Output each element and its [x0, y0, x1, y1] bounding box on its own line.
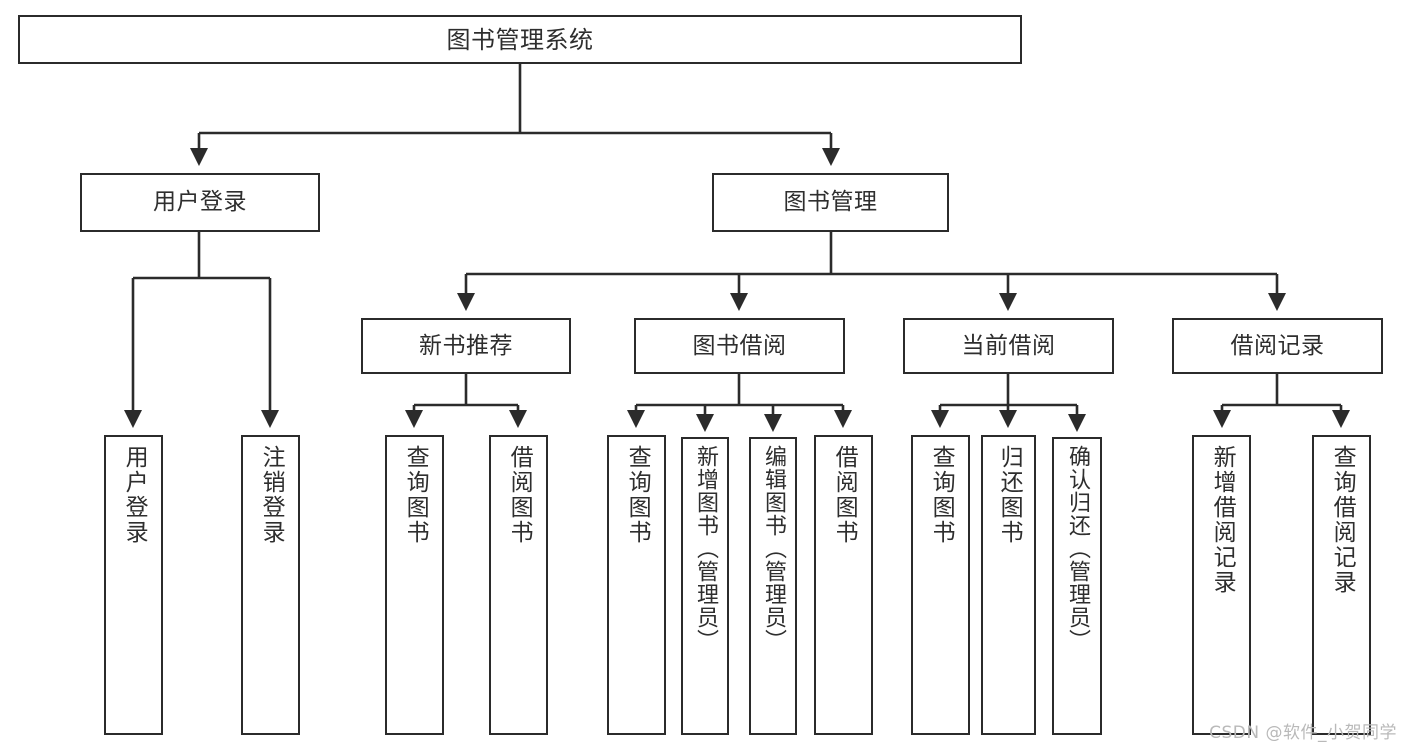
- leaf-user-login[interactable]: 用户登录: [104, 435, 163, 735]
- leaf-add-book-admin[interactable]: 新增图书（管理员）: [681, 437, 729, 735]
- node-user-login-label: 用户登录: [153, 189, 247, 215]
- node-book-management[interactable]: 图书管理: [712, 173, 949, 232]
- csdn-watermark: CSDN @软件_小贺同学: [1209, 723, 1397, 743]
- node-book-management-label: 图书管理: [783, 189, 878, 215]
- leaf-query-book-recommend-label: 查询图书: [402, 445, 429, 545]
- leaf-confirm-return-admin[interactable]: 确认归还（管理员）: [1052, 437, 1102, 735]
- leaf-borrow-book-label: 借阅图书: [831, 445, 858, 545]
- leaf-query-book-borrow-label: 查询图书: [624, 445, 651, 545]
- leaf-borrow-book-recommend-label: 借阅图书: [506, 445, 533, 545]
- leaf-borrow-book-recommend[interactable]: 借阅图书: [489, 435, 548, 735]
- leaf-query-book-recommend[interactable]: 查询图书: [385, 435, 444, 735]
- node-borrow-record[interactable]: 借阅记录: [1172, 318, 1383, 374]
- node-root-label: 图书管理系统: [446, 25, 594, 54]
- leaf-add-borrow-record-label: 新增借阅记录: [1209, 445, 1236, 595]
- leaf-user-login-label: 用户登录: [121, 445, 148, 545]
- leaf-return-book-label: 归还图书: [996, 445, 1023, 545]
- leaf-logout-label: 注销登录: [258, 445, 285, 545]
- node-current-borrow-label: 当前借阅: [961, 332, 1056, 359]
- leaf-query-book-current[interactable]: 查询图书: [911, 435, 970, 735]
- leaf-query-book-borrow[interactable]: 查询图书: [607, 435, 666, 735]
- node-root[interactable]: 图书管理系统: [18, 15, 1022, 64]
- leaf-add-borrow-record[interactable]: 新增借阅记录: [1192, 435, 1251, 735]
- leaf-query-borrow-record-label: 查询借阅记录: [1329, 445, 1356, 595]
- leaf-add-book-admin-label: 新增图书（管理员）: [692, 445, 718, 652]
- leaf-borrow-book[interactable]: 借阅图书: [814, 435, 873, 735]
- node-book-borrow-label: 图书借阅: [692, 332, 787, 359]
- leaf-return-book[interactable]: 归还图书: [981, 435, 1036, 735]
- leaf-query-borrow-record[interactable]: 查询借阅记录: [1312, 435, 1371, 735]
- node-book-borrow[interactable]: 图书借阅: [634, 318, 845, 374]
- leaf-confirm-return-admin-label: 确认归还（管理员）: [1064, 445, 1090, 652]
- leaf-edit-book-admin-label: 编辑图书（管理员）: [760, 445, 786, 652]
- node-current-borrow[interactable]: 当前借阅: [903, 318, 1114, 374]
- leaf-edit-book-admin[interactable]: 编辑图书（管理员）: [749, 437, 797, 735]
- node-user-login[interactable]: 用户登录: [80, 173, 320, 232]
- leaf-query-book-current-label: 查询图书: [928, 445, 955, 545]
- node-new-book-recommend-label: 新书推荐: [419, 332, 513, 359]
- leaf-logout[interactable]: 注销登录: [241, 435, 300, 735]
- node-new-book-recommend[interactable]: 新书推荐: [361, 318, 571, 374]
- node-borrow-record-label: 借阅记录: [1230, 332, 1325, 359]
